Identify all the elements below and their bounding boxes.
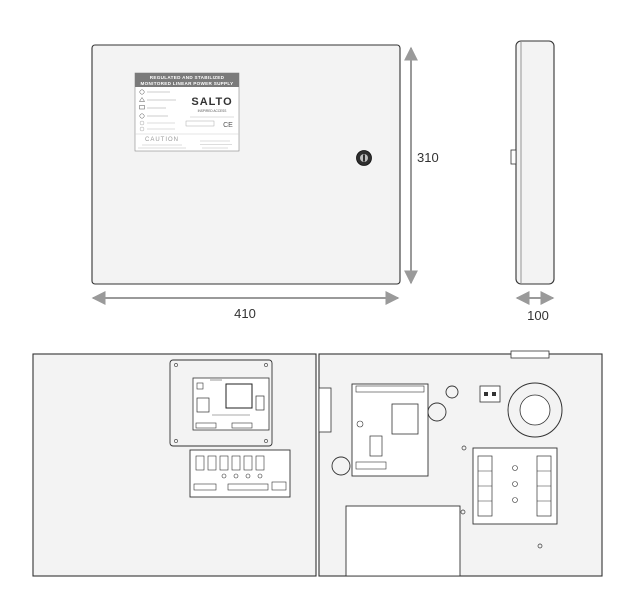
label-title-line2: MONITORED LINEAR POWER SUPPLY (141, 81, 234, 86)
terminal-strip (355, 385, 425, 393)
fuse (492, 392, 496, 396)
component (196, 382, 204, 390)
fuse (195, 455, 205, 471)
led (233, 473, 239, 479)
component (512, 465, 518, 471)
led (257, 473, 263, 479)
width-label: 410 (234, 306, 256, 321)
brand-tagline: INSPIRED ACCESS (198, 109, 227, 113)
heatsink (391, 403, 419, 435)
component (512, 481, 518, 487)
front-view: REGULATED AND STABILIZED MONITORED LINEA… (91, 44, 401, 285)
cable-knockout (445, 385, 459, 399)
mount-hole (461, 445, 467, 451)
output-icon (139, 126, 145, 132)
terminal-block (195, 422, 217, 429)
chip (225, 383, 253, 409)
terminal-block (271, 481, 287, 491)
fuse (484, 392, 488, 396)
fuse (243, 455, 253, 471)
label-code-box (185, 120, 215, 127)
side-enclosure (515, 40, 555, 285)
fuse-holder (479, 385, 501, 403)
fuse (207, 455, 217, 471)
height-dimension: 310 (404, 46, 439, 285)
mount-hole (174, 363, 178, 367)
fuse (219, 455, 229, 471)
monitoring-board (169, 359, 273, 447)
side-hinge (510, 149, 517, 165)
capacitor (369, 435, 383, 457)
psu-board (351, 383, 429, 477)
component (255, 395, 265, 411)
product-label: REGULATED AND STABILIZED MONITORED LINEA… (134, 72, 240, 152)
toroidal-transformer (507, 382, 563, 438)
label-header (135, 73, 239, 87)
mount-hole (264, 363, 268, 367)
cable-knockout (427, 402, 447, 422)
terminal-block (193, 483, 217, 491)
hinge-bracket (318, 387, 332, 433)
top-bracket (510, 350, 550, 359)
side-view (510, 40, 555, 285)
terminal-block (355, 461, 387, 470)
terminal-block (227, 483, 269, 491)
battery-icon (139, 105, 145, 110)
depth-label: 100 (527, 308, 549, 323)
battery-compartment (345, 505, 461, 577)
mount-hole (264, 439, 268, 443)
fuse (255, 455, 265, 471)
brand-logo: SALTO (191, 96, 232, 108)
width-dimension: 410 (91, 291, 400, 321)
open-door-panel (32, 353, 317, 577)
ce-mark: CE (223, 122, 233, 129)
label-caution: CAUTION (145, 137, 179, 143)
label-title-line1: REGULATED AND STABILIZED (150, 75, 225, 80)
relay-board (189, 449, 291, 498)
terminal-block (231, 422, 253, 429)
relay (196, 397, 210, 413)
led (221, 473, 227, 479)
ac-input-icon (139, 113, 145, 119)
mount-hole (174, 439, 178, 443)
led-indicator-icon (139, 89, 145, 95)
depth-dimension: 100 (515, 291, 555, 323)
component (512, 497, 518, 503)
fuse (231, 455, 241, 471)
mount-hole (537, 543, 543, 549)
led (245, 473, 251, 479)
mount-hole (460, 509, 466, 515)
cable-knockout (331, 456, 351, 476)
warning-triangle-icon (138, 97, 146, 102)
output-icon (139, 120, 145, 126)
height-label: 310 (417, 150, 439, 165)
distribution-module (472, 447, 558, 525)
open-back-box (318, 350, 603, 577)
component (356, 420, 364, 428)
key-lock-icon (356, 150, 372, 166)
